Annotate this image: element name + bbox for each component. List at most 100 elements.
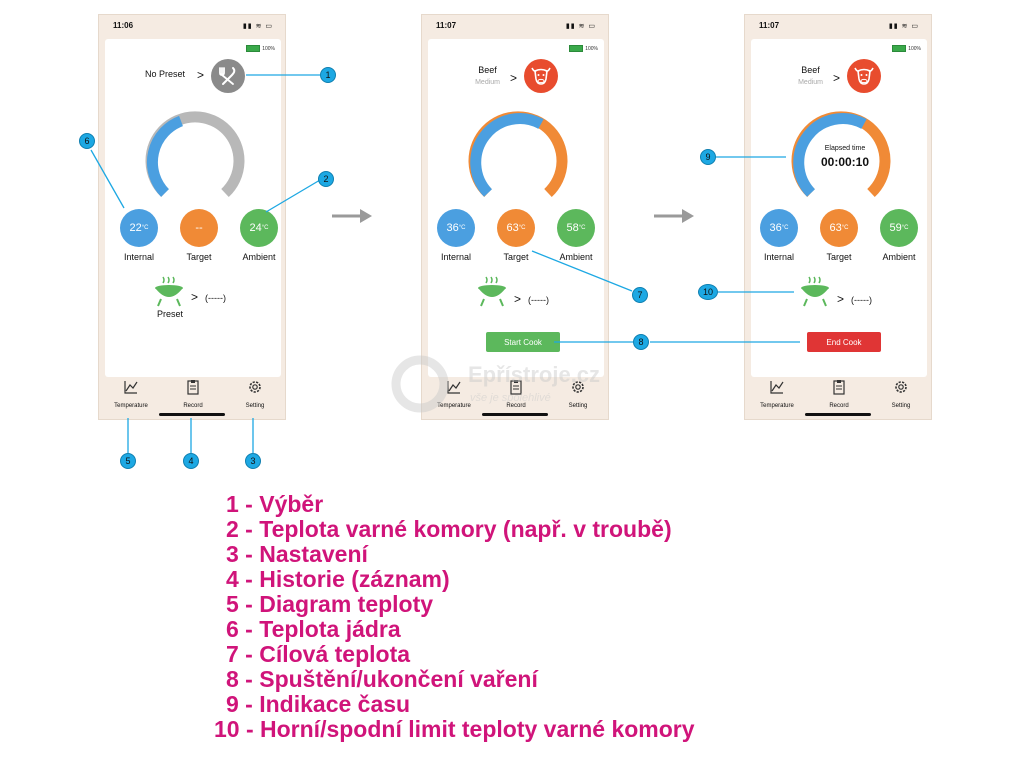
callout-6: 6 [79,133,95,149]
ambient-temp-bubble: 58°C [557,209,595,247]
legend-item-6: 6 - Teplota jádra [226,616,401,642]
home-indicator [805,413,871,416]
battery-indicator: 100% [569,45,598,52]
battery-icon [892,45,907,52]
signal-wifi-battery-icon: ▮▮ ≋ ▭ [242,23,273,30]
watermark: Epřístroje.cz vše je spolehlivé [390,354,640,414]
grill-arrow[interactable]: > [837,292,845,306]
tab-bar: Temperature Record Setting [745,375,931,415]
callout-1: 1 [320,67,336,83]
tab-record[interactable]: Record [163,379,223,409]
phone-screen-preset-selected: 11:07 ▮▮ ≋ ▭ 100% Beef Medium > 36°C 63°… [421,14,609,420]
end-cook-button[interactable]: End Cook [807,332,881,352]
tab-temperature[interactable]: Temperature [747,379,807,409]
legend-item-8: 8 - Spuštění/ukončení vaření [226,666,538,692]
clipboard-icon [833,380,845,395]
legend-item-3: 3 - Nastavení [226,541,368,567]
tab-setting[interactable]: Setting [871,379,931,409]
ambient-label: Ambient [882,252,916,262]
legend-item-5: 5 - Diagram teploty [226,591,434,617]
grill-arrow[interactable]: > [514,292,522,306]
line-chart-icon [124,381,138,394]
legend-item-9: 9 - Indikace času [226,691,411,717]
food-preset-label[interactable]: Beef Medium [798,65,823,86]
start-cook-button[interactable]: Start Cook [486,332,560,352]
tab-temperature[interactable]: Temperature [101,379,161,409]
tab-setting[interactable]: Setting [225,379,285,409]
legend: 1 - Výběr 2 - Teplota varné komory (např… [214,492,854,742]
gear-icon [895,381,907,393]
legend-item-7: 7 - Cílová teplota [226,641,411,667]
legend-item-4: 4 - Historie (záznam) [226,566,450,592]
temperature-gauge [791,111,891,198]
target-label: Target [503,252,529,262]
target-label: Target [826,252,852,262]
app-screen: 100% Beef Medium > Elapsed time 00:00:10… [751,39,927,377]
callout-10: 10 [698,284,718,300]
target-label: Target [186,252,212,262]
internal-label: Internal [763,252,795,262]
ambient-label: Ambient [242,252,276,262]
preset-arrow[interactable]: > [197,68,205,82]
grill-arrow[interactable]: > [191,290,199,304]
temperature-gauge [468,111,568,198]
target-temp-bubble[interactable]: 63°C [497,209,535,247]
clipboard-icon [510,380,522,395]
callout-5: 5 [120,453,136,469]
grill-icon[interactable] [476,275,508,307]
signal-wifi-battery-icon: ▮▮ ≋ ▭ [565,23,596,30]
elapsed-value: 00:00:10 [820,155,870,169]
legend-item-1: 1 - Výběr [226,491,324,517]
grill-preset-label: Preset [157,309,184,319]
target-temp-bubble[interactable]: 63°C [820,209,858,247]
tab-setting[interactable]: Setting [548,379,608,409]
elapsed-time-display: Elapsed time 00:00:10 [805,145,885,169]
signal-wifi-battery-icon: ▮▮ ≋ ▭ [888,23,919,30]
battery-icon [246,45,261,52]
gear-icon [249,381,261,393]
callout-2: 2 [318,171,334,187]
tab-record[interactable]: Record [809,379,869,409]
tab-temperature[interactable]: Temperature [424,379,484,409]
phone-screen-cooking: 11:07 ▮▮ ≋ ▭ 100% Beef Medium > Elapsed … [744,14,932,420]
preset-arrow[interactable]: > [833,71,841,85]
grill-icon[interactable] [153,275,185,307]
grill-icon[interactable] [799,275,831,307]
preset-label[interactable]: No Preset [145,69,186,79]
fork-knife-icon[interactable] [211,59,245,93]
grill-limit-value: (-----) [528,295,549,305]
callout-4: 4 [183,453,199,469]
line-chart-icon [770,381,784,394]
ambient-temp-bubble: 24°C [240,209,278,247]
status-time: 11:07 [759,21,780,30]
target-temp-bubble[interactable]: -- [180,209,218,247]
battery-indicator: 100% [246,45,275,52]
ambient-label: Ambient [559,252,593,262]
internal-temp-bubble: 36°C [760,209,798,247]
callout-9: 9 [700,149,716,165]
status-time: 11:06 [113,21,134,30]
watermark-logo-icon [391,355,449,413]
internal-temp-bubble: 22°C [120,209,158,247]
watermark-title: Epřístroje.cz [468,362,601,387]
temperature-gauge [145,111,245,198]
cow-icon[interactable] [524,59,558,93]
legend-item-10: 10 - Horní/spodní limit teploty varné ko… [214,716,695,742]
cow-icon[interactable] [847,59,881,93]
gear-icon [572,381,584,393]
watermark-subtitle: vše je spolehlivé [470,392,551,404]
tab-record[interactable]: Record [486,379,546,409]
status-time: 11:07 [436,21,457,30]
grill-limit-value: (-----) [851,295,872,305]
callout-3: 3 [245,453,261,469]
battery-icon [569,45,584,52]
grill-limit-value: (-----) [205,293,226,303]
internal-label: Internal [123,252,155,262]
line-chart-icon [447,381,461,394]
app-screen: 100% Beef Medium > 36°C 63°C 58°C Intern… [428,39,604,377]
home-indicator [159,413,225,416]
callout-8: 8 [633,334,649,350]
food-preset-label[interactable]: Beef Medium [475,65,500,86]
clipboard-icon [187,380,199,395]
preset-arrow[interactable]: > [510,71,518,85]
